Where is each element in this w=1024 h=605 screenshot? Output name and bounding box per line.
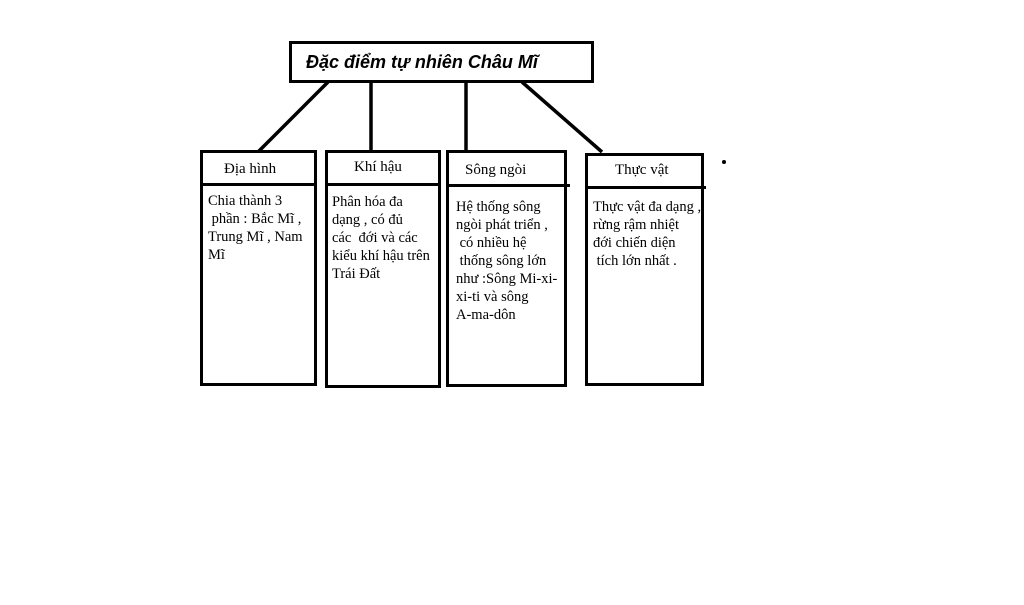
stray-dot xyxy=(722,160,726,164)
diagram-title: Đặc điểm tự nhiên Châu Mĩ xyxy=(306,52,538,72)
category-box-thuc-vat: Thực vật Thực vật đa dạng , rừng rậm nhi… xyxy=(585,153,706,386)
category-description-khi-hau: Phân hóa đa dạng , có đủ các đới và các … xyxy=(332,194,430,282)
category-title-khi-hau: Khí hậu xyxy=(354,159,402,175)
category-box-khi-hau: Khí hậu Phân hóa đa dạng , có đủ các đới… xyxy=(325,150,441,388)
category-description-thuc-vat: Thực vật đa dạng , rừng rậm nhiệt đới ch… xyxy=(593,199,702,269)
category-title-thuc-vat: Thực vật xyxy=(615,162,669,178)
connector-line-dia-hinh xyxy=(256,80,330,154)
category-description-song-ngoi: Hệ thống sông ngòi phát triển , có nhiều… xyxy=(456,199,558,323)
category-divider-khi-hau xyxy=(328,183,438,186)
category-box-dia-hinh: Địa hình Chia thành 3 phần : Bắc Mĩ , Tr… xyxy=(200,150,317,386)
category-title-song-ngoi: Sông ngòi xyxy=(465,162,527,178)
category-box-song-ngoi: Sông ngòi Hệ thống sông ngòi phát triển … xyxy=(446,150,570,387)
category-divider-song-ngoi xyxy=(449,184,570,187)
connector-line-thuc-vat xyxy=(520,80,604,154)
category-description-dia-hinh: Chia thành 3 phần : Bắc Mĩ , Trung Mĩ , … xyxy=(208,193,303,263)
category-divider-dia-hinh xyxy=(203,183,314,186)
category-title-dia-hinh: Địa hình xyxy=(224,161,277,177)
category-divider-thuc-vat xyxy=(588,186,706,189)
diagram-title-box: Đặc điểm tự nhiên Châu Mĩ xyxy=(289,41,594,83)
